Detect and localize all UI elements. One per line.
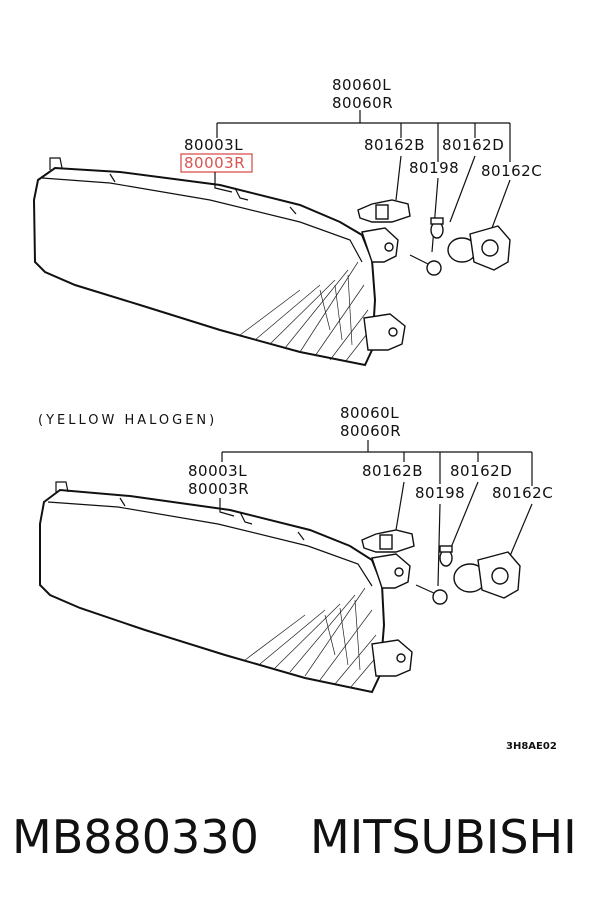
- top-part-80162d[interactable]: 80162D: [442, 136, 504, 154]
- top-diagram: 80060L 80060R 80003L 80003R 80162B 80162…: [32, 76, 542, 367]
- top-part-80198[interactable]: 80198: [409, 159, 459, 177]
- top-housing-label-r[interactable]: 80003R: [184, 154, 245, 172]
- bottom-diagram: (YELLOW HALOGEN) 80060L 80060R 80003L 80…: [38, 404, 553, 694]
- top-housing-highlight: [180, 153, 253, 173]
- bottom-part-80198[interactable]: 80198: [415, 484, 465, 502]
- top-assembly-label-l[interactable]: 80060L: [332, 76, 391, 94]
- bottom-housing-label-l[interactable]: 80003L: [188, 462, 247, 480]
- bottom-assembly-label-l[interactable]: 80060L: [340, 404, 399, 422]
- top-screw-80198: [409, 254, 442, 276]
- top-bulb-80162d: [430, 217, 444, 239]
- bottom-caption: (YELLOW HALOGEN): [38, 413, 217, 428]
- top-part-80162b[interactable]: 80162B: [364, 136, 425, 154]
- bottom-part-80162d[interactable]: 80162D: [450, 462, 512, 480]
- drawing-code: 3H8AE02: [506, 741, 557, 752]
- top-part-80162c[interactable]: 80162C: [481, 162, 542, 180]
- bottom-bulb-80162d: [439, 545, 453, 567]
- bottom-bulb-80162c: [453, 551, 521, 599]
- top-headlamp: [32, 157, 406, 367]
- bottom-headlamp: [39, 481, 413, 694]
- top-bulb-80162c: [447, 225, 511, 271]
- footer-part-number: MB880330: [12, 810, 259, 864]
- bottom-bulb-80162b: [361, 529, 415, 553]
- top-bulb-80162b: [357, 199, 411, 223]
- bottom-screw-80198: [415, 584, 448, 605]
- bottom-part-80162c[interactable]: 80162C: [492, 484, 553, 502]
- bottom-part-80162b[interactable]: 80162B: [362, 462, 423, 480]
- top-housing-label-l[interactable]: 80003L: [184, 136, 243, 154]
- bottom-assembly-label-r[interactable]: 80060R: [340, 422, 401, 440]
- bottom-housing-label-r[interactable]: 80003R: [188, 480, 249, 498]
- footer-brand: MITSUBISHI: [310, 810, 577, 864]
- top-assembly-label-r[interactable]: 80060R: [332, 94, 393, 112]
